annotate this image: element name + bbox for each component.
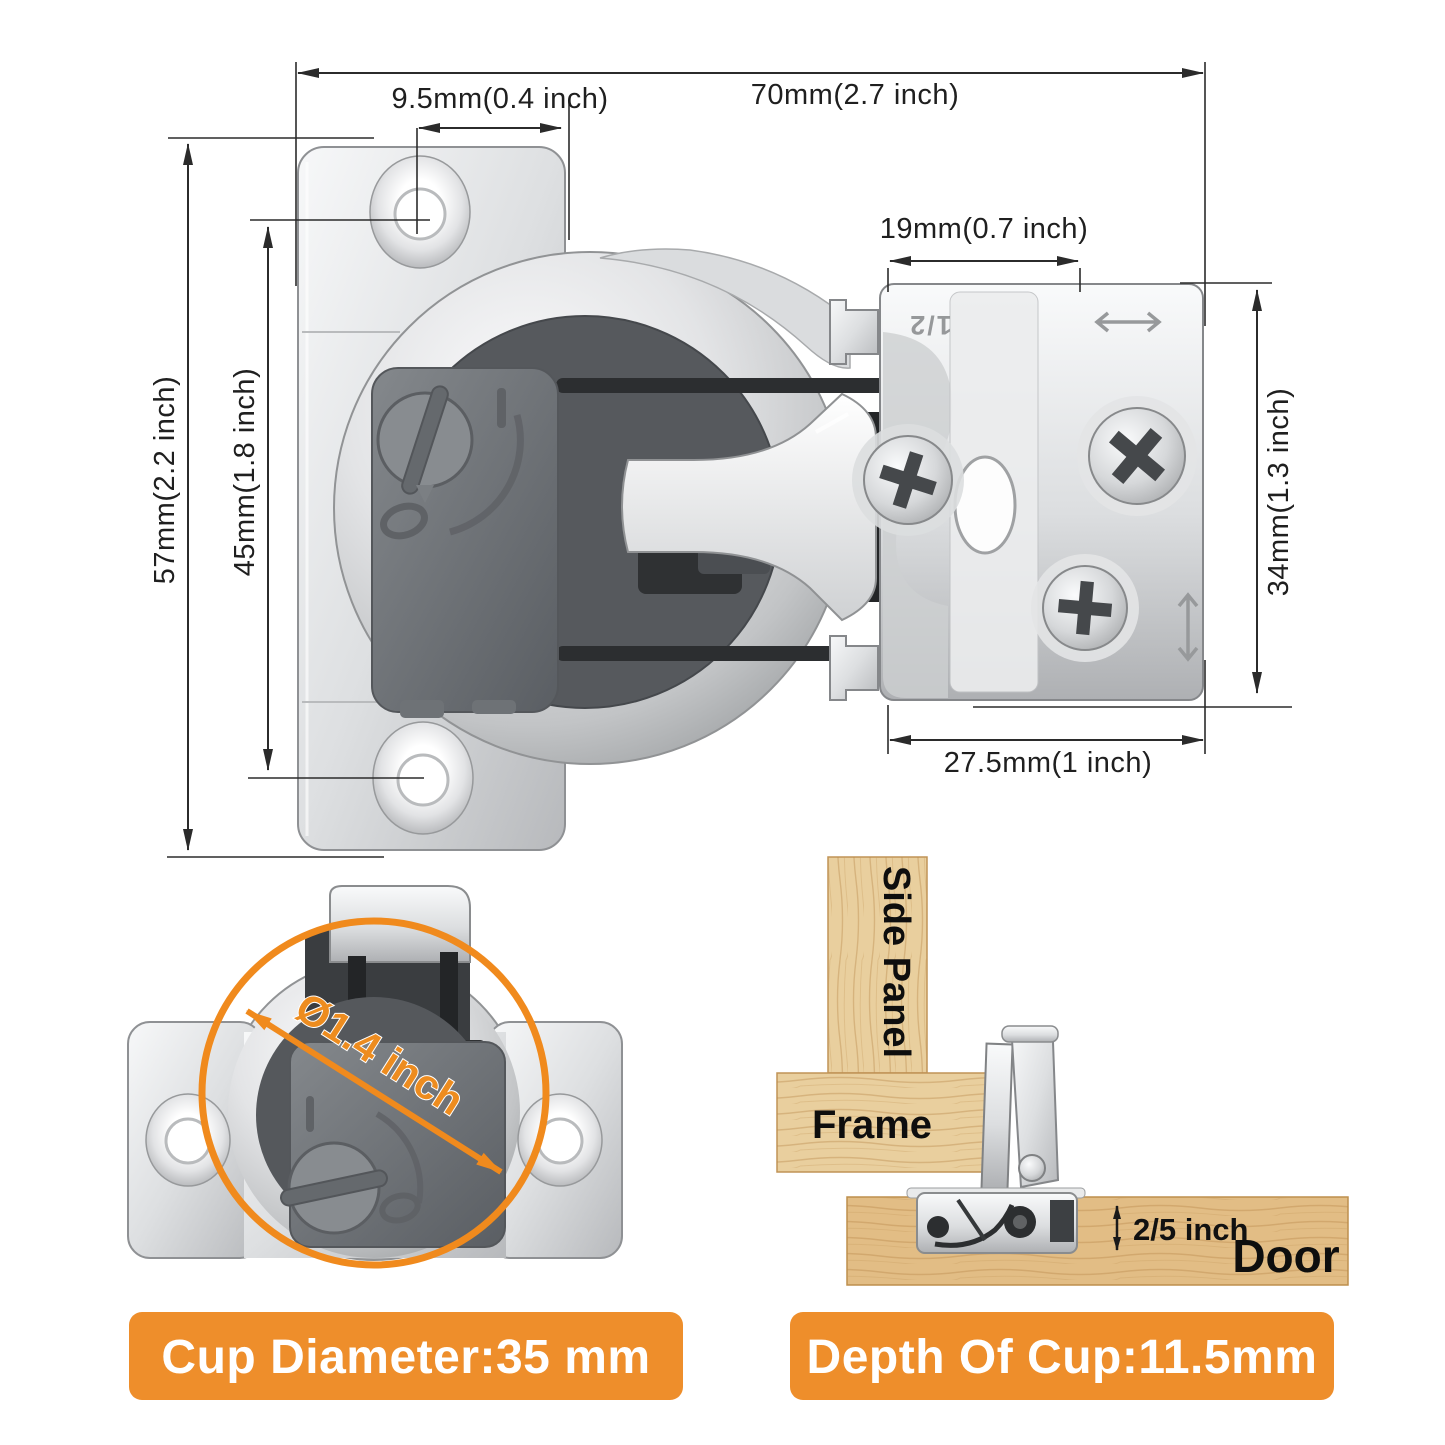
- cup-depth-banner-label: Depth Of Cup:11.5mm: [807, 1331, 1318, 1384]
- cup-depth-banner: [790, 1312, 1334, 1400]
- screwdriver-slot-icon-2: [280, 1169, 388, 1207]
- wing-hole-left: [145, 1093, 231, 1187]
- phillips-screw-icon: [1042, 565, 1128, 651]
- cam-mark-on-2: [306, 1096, 314, 1132]
- side-panel-board: [827, 856, 928, 1074]
- side-panel-label: Side Panel: [875, 866, 917, 1058]
- dim-label-57mm: 57mm(2.2 inch): [149, 376, 181, 584]
- cup-diameter-view: Ø1.4 inch Cup Diameter:35 mm: [127, 885, 683, 1400]
- adjust-arrow-horizontal-icon: [1094, 311, 1162, 333]
- screw-hole-top: [369, 155, 471, 269]
- phillips-screw-icon: [1088, 407, 1186, 505]
- wing-hook-bottom: [829, 635, 879, 701]
- adjustment-slot-hole: [953, 455, 1017, 555]
- cup-diameter-banner: [129, 1312, 683, 1400]
- hinge-arm: [621, 392, 877, 622]
- dim-label-27-5mm: 27.5mm(1 inch): [944, 747, 1152, 779]
- pivot-bolt-icon: [1018, 1154, 1046, 1182]
- dim-label-34mm: 34mm(1.3 inch): [1263, 388, 1295, 596]
- adjust-arrow-vertical-icon: [1177, 592, 1199, 662]
- wing-hole-right: [517, 1093, 603, 1187]
- dim-label-19mm: 19mm(0.7 inch): [880, 213, 1088, 245]
- phillips-screw-icon: [863, 435, 953, 525]
- cam-mark-on: [497, 388, 506, 428]
- cam-mark-zero: [380, 502, 428, 540]
- cup-depth-label: 2/5 inch: [1133, 1212, 1248, 1247]
- main-hinge-view: 1/2: [149, 62, 1295, 858]
- mounting-plate: 1/2: [829, 283, 1204, 701]
- dim-label-9-5mm: 9.5mm(0.4 inch): [391, 83, 608, 115]
- frame-board: [776, 1072, 998, 1173]
- adjustment-block: [371, 367, 559, 718]
- dim-label-45mm: 45mm(1.8 inch): [229, 368, 261, 576]
- installed-cup-body: [916, 1192, 1078, 1254]
- diameter-circle: [198, 917, 550, 1269]
- dim-label-70mm: 70mm(2.7 inch): [751, 79, 959, 111]
- installation-view: Side Panel Frame Door 2/5 inch Depth Of …: [776, 856, 1349, 1400]
- wing-hook-top: [829, 299, 879, 365]
- adjustment-cam-dial: [376, 385, 474, 503]
- plate-stamp-text: 1/2: [908, 310, 952, 340]
- installed-mounting-plate: [980, 1042, 1014, 1192]
- dimension-annotations: [167, 62, 1292, 858]
- frame-label: Frame: [812, 1103, 932, 1147]
- screwdriver-slot-icon: [401, 385, 449, 495]
- diameter-arrow: [245, 1008, 503, 1175]
- cam-mark-zero-2: [379, 1192, 421, 1224]
- cup-diameter-banner-label: Cup Diameter:35 mm: [161, 1331, 650, 1384]
- door-label: Door: [1232, 1230, 1339, 1282]
- installed-hinge: [906, 1025, 1086, 1254]
- dimension-lines: [183, 68, 1262, 851]
